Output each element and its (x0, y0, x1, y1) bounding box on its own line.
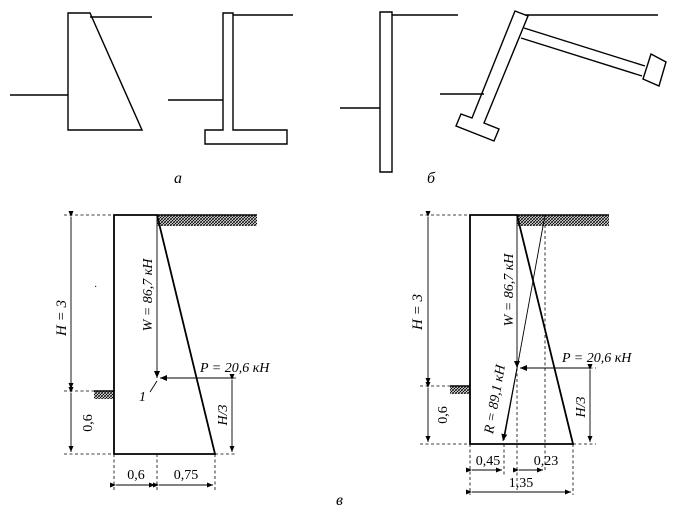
panel-a-cantilever-wall (168, 12, 293, 145)
left-width-left-label: 0,6 (127, 468, 145, 483)
gravity-wall-outline (67, 12, 144, 131)
left-point-label: 1 (139, 390, 146, 405)
panel-a-gravity-wall (10, 12, 152, 131)
right-weight-label: W = 86,7 кН (502, 253, 517, 327)
diagonal-1 (516, 214, 546, 331)
right-width-mid-label: 0,23 (534, 454, 559, 469)
right-width-total-label: 1,35 (509, 476, 534, 491)
resultant-arrow (501, 367, 518, 442)
panel-b-anchored-wall (440, 10, 667, 142)
inclined-wall-outline (455, 10, 529, 142)
left-weight-label: W = 86,7 кН (141, 258, 156, 332)
soil-hatch-top (157, 215, 257, 226)
soil-hatch-toe (450, 386, 470, 394)
panel-b-sheet-pile (340, 11, 458, 173)
anchor-tie (520, 27, 646, 77)
right-height-label: H = 3 (410, 294, 426, 331)
dot-mark: · (94, 282, 97, 293)
left-wall-outline (113, 214, 217, 455)
right-width-left-label: 0,45 (476, 454, 501, 469)
right-resultant-label: R = 89,1 кН (482, 363, 509, 436)
left-width-right-label: 0,75 (174, 468, 199, 483)
panel-label-a: а (174, 170, 182, 187)
left-height-label: H = 3 (54, 300, 70, 337)
soil-hatch-top (517, 215, 609, 226)
right-base-height-label: 0,6 (436, 406, 451, 424)
right-wall-diagram: H = 3 W = 86,7 кН P = 20,6 кН R = 89,1 к… (410, 211, 632, 495)
cantilever-wall-outline (204, 12, 288, 145)
panel-label-b: б (427, 170, 436, 187)
right-third-label: H/3 (574, 397, 589, 419)
panel-label-v: в (336, 492, 343, 509)
sheet-pile-outline (379, 11, 393, 173)
left-force-label: P = 20,6 кН (199, 361, 270, 376)
left-wall-diagram: H = 3 W = 86,7 кН P = 20,6 кН 1 H/3 0,6 … (54, 211, 270, 490)
soil-hatch-toe (94, 391, 114, 399)
left-third-label: H/3 (216, 405, 231, 427)
right-force-label: P = 20,6 кН (561, 351, 632, 366)
anchor-plate (642, 52, 667, 87)
left-base-height-label: 0,6 (81, 414, 96, 432)
point-1-leader (149, 380, 158, 393)
